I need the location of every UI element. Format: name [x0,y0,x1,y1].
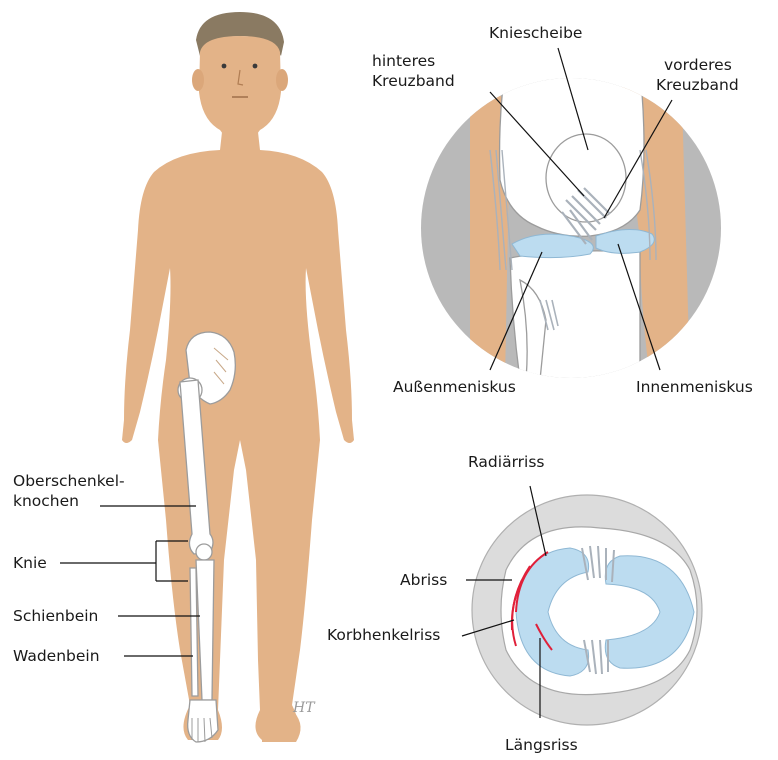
right-eye [253,64,258,69]
tibia-label: Schienbein [13,607,98,625]
abriss-label: Abriss [400,571,447,589]
longitudinal-tear-label: Längsriss [505,736,578,754]
bucket-handle-label: Korbhenkelriss [327,626,440,644]
artist-signature: HT [292,700,316,716]
knee-detail-circle [421,70,721,380]
right-foot [262,712,301,742]
left-ear [192,69,204,91]
knee-label: Knie [13,554,47,572]
left-eye [222,64,227,69]
patella [196,544,212,560]
fibula-bone [190,568,198,696]
anterior-ligament-label-1: vorderes [664,56,732,74]
lateral-meniscus-label: Außenmeniskus [393,378,516,396]
knee-medial-meniscus [596,229,654,253]
fibula-label: Wadenbein [13,647,100,665]
human-figure [122,12,354,742]
medial-meniscus-label: Innenmeniskus [636,378,753,396]
femur-label: Oberschenkel- [13,472,125,490]
posterior-ligament-label-2: Kreuzband [372,72,455,90]
right-ear [276,69,288,91]
body [122,132,354,740]
meniscus-tear-circle [472,495,702,725]
femur-label-line2: knochen [13,492,79,510]
kniescheibe-label: Kniescheibe [489,24,582,42]
head [199,36,281,138]
anterior-ligament-label-2: Kreuzband [656,76,739,94]
radial-tear-label: Radiärriss [468,453,545,471]
posterior-ligament-label-1: hinteres [372,52,435,70]
